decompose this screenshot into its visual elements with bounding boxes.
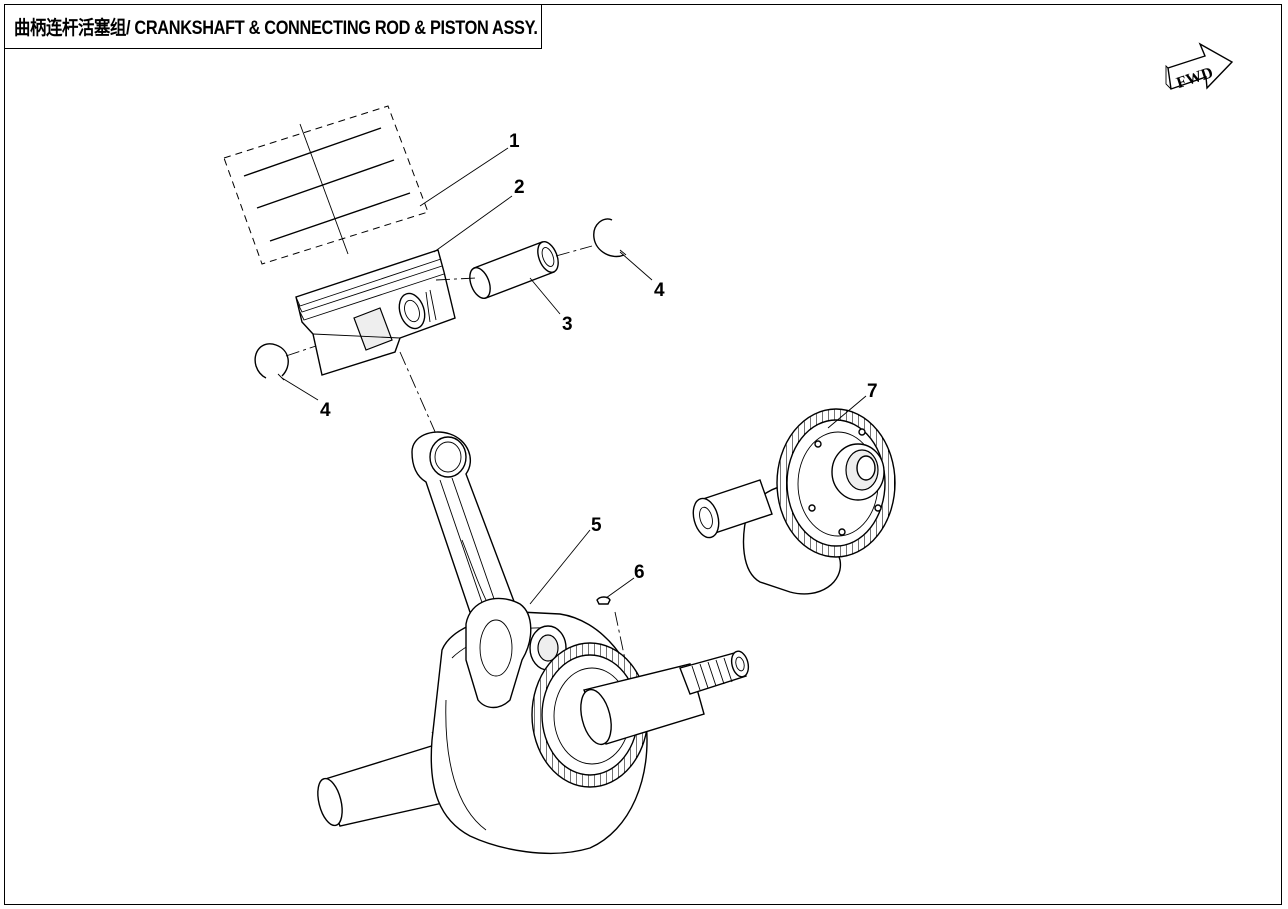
forward-arrow-icon: FWD [1165, 42, 1234, 92]
page-title: 曲柄连杆活塞组/ CRANKSHAFT & CONNECTING ROD & P… [14, 17, 538, 39]
callout-1: 1 [509, 131, 520, 152]
piston-ring-set [223, 105, 429, 265]
callout-7: 7 [867, 381, 878, 402]
piston-pin [469, 241, 559, 299]
callout-3: 3 [562, 314, 573, 335]
callout-labels: 1 2 3 4 4 5 6 7 [320, 131, 878, 583]
circlip-left [254, 343, 289, 381]
callout-5: 5 [591, 515, 602, 536]
callout-6: 6 [634, 562, 645, 583]
callout-4-right: 4 [654, 280, 665, 301]
callout-2: 2 [514, 177, 525, 198]
balance-shaft-assembly [692, 408, 896, 595]
crankshaft-connecting-rod [317, 431, 750, 855]
woodruff-key [596, 596, 611, 605]
callout-4-left: 4 [320, 400, 331, 421]
drawing-frame [4, 4, 1282, 905]
piston [295, 249, 456, 376]
circlip-right [593, 218, 627, 258]
leader-lines [281, 147, 867, 605]
title-block: 曲柄连杆活塞组/ CRANKSHAFT & CONNECTING ROD & P… [4, 4, 542, 49]
